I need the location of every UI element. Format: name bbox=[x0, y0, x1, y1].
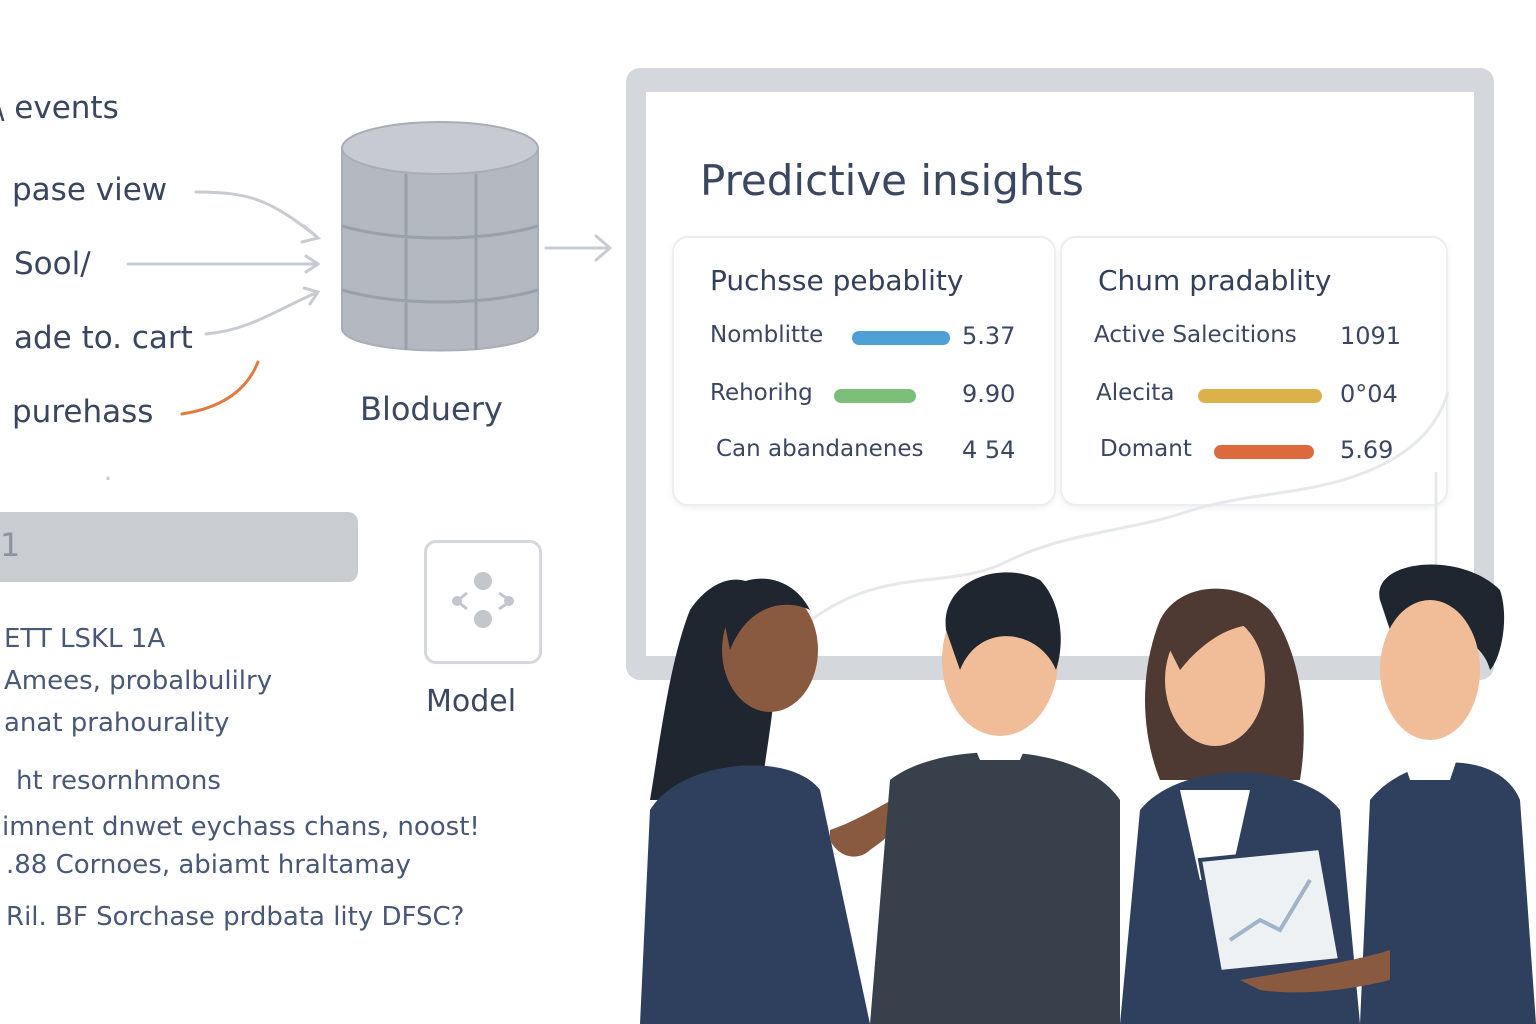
purchase-card-title: Puchsse pebablity bbox=[710, 264, 964, 297]
row-value: 5.69 bbox=[1340, 436, 1394, 464]
arrow-db-to-dash-head bbox=[594, 234, 613, 262]
arrow-scroll-head bbox=[304, 254, 321, 274]
database-label: Bloduery bbox=[360, 390, 503, 428]
event-purchase: purehass bbox=[12, 394, 154, 430]
churn-card-title: Chum pradablity bbox=[1098, 264, 1332, 297]
input-bar-glyph: 1 bbox=[0, 526, 21, 564]
dashboard-screen: Predictive insights Puchsse pebablity No… bbox=[626, 68, 1494, 680]
model-icon bbox=[452, 572, 514, 628]
row-label: Alecita bbox=[1096, 380, 1175, 406]
desc-line-6: .88 Cornoes, abiamt hraltamay bbox=[6, 850, 411, 880]
purchase-curve bbox=[180, 360, 260, 416]
desc-line-7: Ril. BF Sorchase prdbata lity DFSC? bbox=[6, 902, 465, 932]
desc-line-3: anat prahourality bbox=[4, 708, 230, 738]
trend-line bbox=[795, 391, 1450, 634]
desc-line-2: Amees, probalbulilry bbox=[4, 666, 273, 696]
churn-row-2: Alecita 0°04 bbox=[1062, 380, 1446, 410]
row-bar bbox=[834, 389, 916, 403]
desc-line-4: ht resornhmons bbox=[16, 766, 221, 796]
dashboard-title: Predictive insights bbox=[700, 156, 1084, 205]
events-title: \ events bbox=[0, 90, 119, 126]
input-bar[interactable]: 1 bbox=[0, 512, 358, 582]
row-value: 4 54 bbox=[962, 436, 1016, 464]
purchase-row-1: Nomblitte 5.37 bbox=[674, 322, 1054, 352]
arrow-cart-head bbox=[302, 286, 321, 306]
row-bar bbox=[1198, 389, 1322, 403]
row-bar bbox=[1214, 445, 1314, 459]
row-value: 5.37 bbox=[962, 322, 1016, 350]
desc-line-5: imnent dnwet eychass chans, noost! bbox=[2, 812, 480, 842]
row-value: 9.90 bbox=[962, 380, 1016, 408]
row-label: Can abandanenes bbox=[716, 436, 924, 462]
churn-probability-card[interactable]: Chum pradablity Active Salecitions 1091 … bbox=[1060, 236, 1448, 506]
event-add-to-cart: ade to. cart bbox=[14, 320, 193, 356]
model-label: Model bbox=[426, 684, 517, 719]
database-icon bbox=[341, 121, 539, 352]
model-box bbox=[424, 540, 542, 664]
purchase-row-2: Rehorihg 9.90 bbox=[674, 380, 1054, 410]
purchase-probability-card[interactable]: Puchsse pebablity Nomblitte 5.37 Rehorih… bbox=[672, 236, 1056, 506]
row-label: Nomblitte bbox=[710, 322, 824, 348]
row-bar bbox=[852, 331, 950, 345]
arrow-cart bbox=[204, 290, 320, 336]
row-value: 1091 bbox=[1340, 322, 1402, 350]
person-2 bbox=[870, 572, 1120, 1024]
dashboard-panel: Predictive insights Puchsse pebablity No… bbox=[646, 92, 1474, 656]
row-label: Domant bbox=[1100, 436, 1192, 462]
row-label: Rehorihg bbox=[710, 380, 813, 406]
arrow-page-view bbox=[194, 190, 318, 238]
row-label: Active Salecitions bbox=[1094, 322, 1297, 348]
desc-line-1: ETT LSKL 1A bbox=[4, 624, 166, 654]
churn-row-3: Domant 5.69 bbox=[1062, 436, 1446, 466]
event-scroll: Sool/ bbox=[14, 246, 91, 282]
person-4 bbox=[1360, 564, 1536, 1024]
arrow-page-view-head bbox=[300, 224, 322, 244]
tablet bbox=[1197, 845, 1390, 993]
event-arrows bbox=[106, 190, 613, 480]
row-value: 0°04 bbox=[1340, 380, 1398, 408]
person-1 bbox=[640, 578, 913, 1024]
purchase-row-3: Can abandanenes 4 54 bbox=[674, 436, 1054, 466]
team-illustration bbox=[640, 564, 1536, 1024]
event-page-view: pase view bbox=[12, 172, 168, 208]
churn-row-1: Active Salecitions 1091 bbox=[1062, 322, 1446, 352]
